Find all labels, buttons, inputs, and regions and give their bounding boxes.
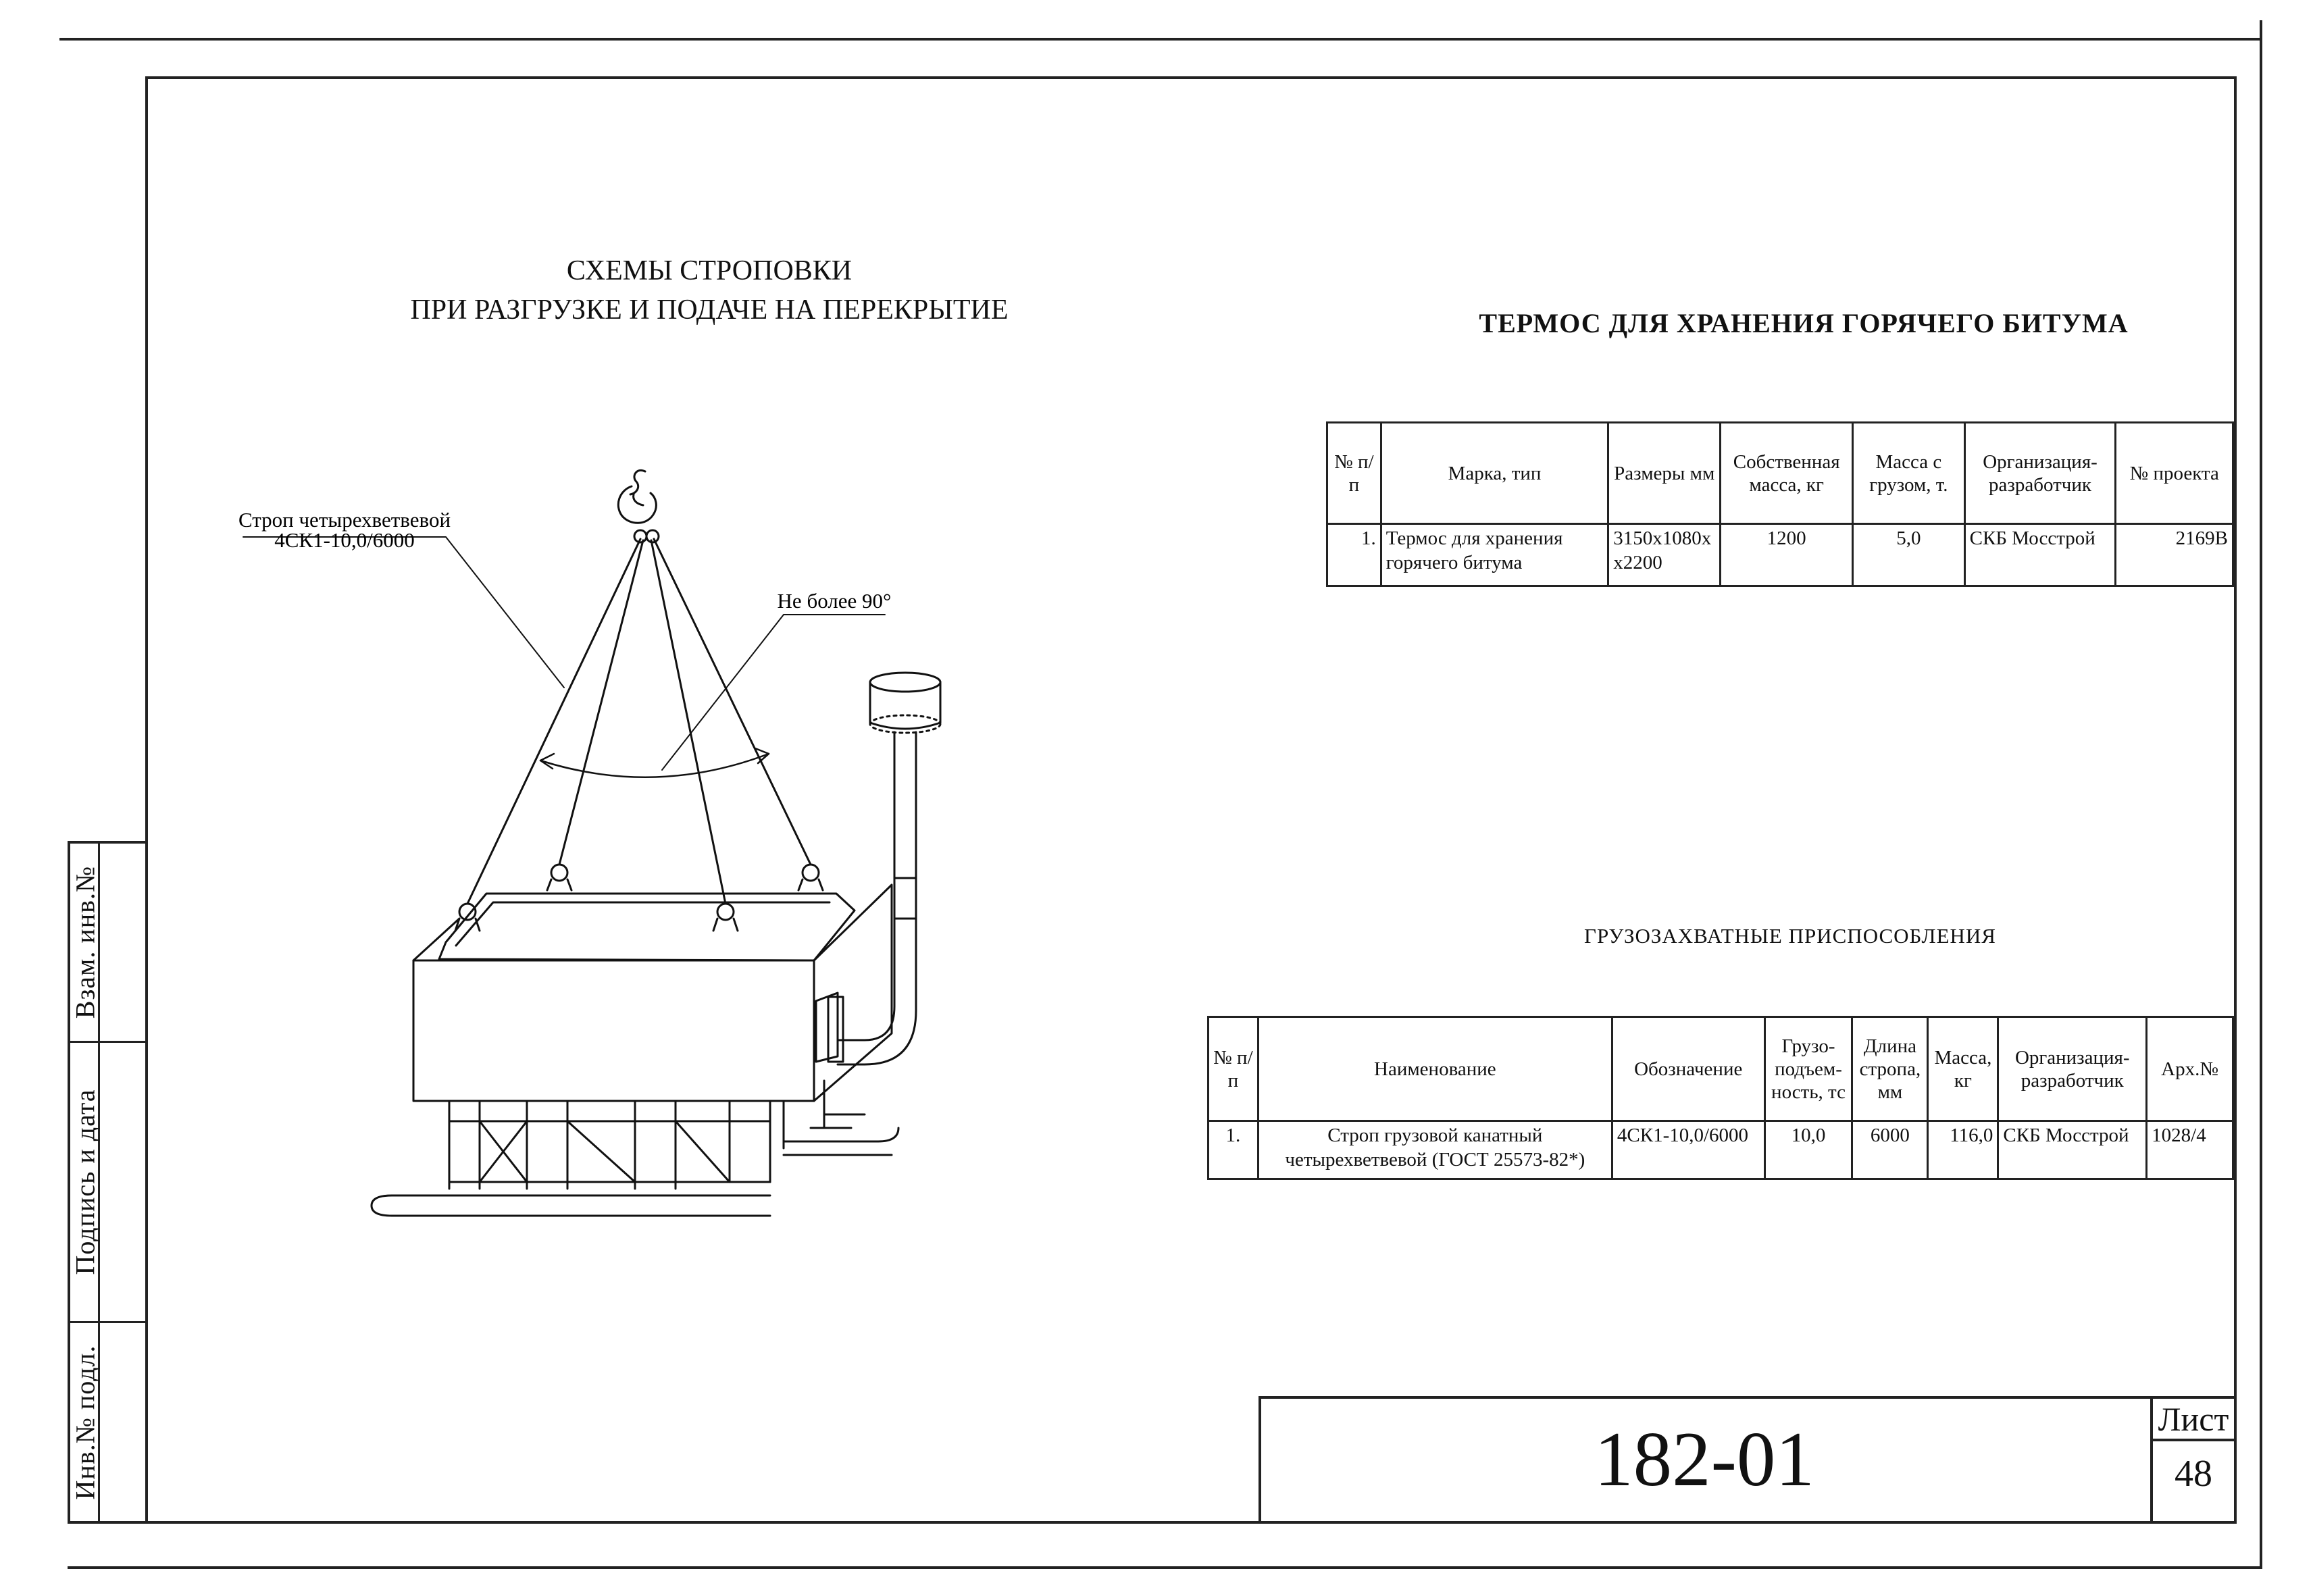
- gear-cell-name: Строп грузовой канатный четырехветвевой …: [1256, 1120, 1613, 1180]
- angle-leader-line: [661, 614, 886, 771]
- gear-header-num: № п/п: [1207, 1016, 1259, 1122]
- drawing-title-line2: ПРИ РАЗГРУЗКЕ И ПОДАЧЕ НА ПЕРЕКРЫТИЕ: [410, 294, 1009, 326]
- crane-hook-icon: [617, 469, 660, 544]
- angle-label: Не более 90°: [778, 589, 892, 613]
- gear-cell-mass: 116,0: [1927, 1120, 2000, 1180]
- thermos-header-mass-load: Масса с грузом, т.: [1852, 421, 1966, 525]
- chimney: [836, 671, 942, 1066]
- gear-header-capacity: Грузо-подъем-ность, тс: [1763, 1016, 1854, 1122]
- sling-legs: [466, 538, 812, 905]
- gear-cell-length: 6000: [1851, 1120, 1929, 1180]
- side-stamp-inventory-label: Инв.№ подл.: [70, 1345, 101, 1499]
- gear-header-row: № п/п Наименование Обозначение Грузо-под…: [1207, 1016, 2234, 1122]
- shackles: [454, 863, 824, 932]
- skid-frame: [370, 1079, 900, 1217]
- thermos-lid: [438, 892, 856, 962]
- gear-cell-num: 1.: [1207, 1120, 1259, 1180]
- thermos-table: № п/п Марка, тип Размеры мм Собственная …: [1326, 421, 2234, 587]
- inner-frame: [145, 76, 2237, 1524]
- thermos-cell-own-mass: 1200: [1719, 523, 1854, 587]
- thermos-cell-num: 1.: [1326, 523, 1382, 587]
- sheet-label: Лист: [2158, 1400, 2229, 1438]
- thermos-header-project: № проекта: [2114, 421, 2234, 525]
- gear-header-name: Наименование: [1256, 1016, 1613, 1122]
- sling-leader-line: [243, 536, 565, 688]
- title-block-sheet-divider: [2150, 1439, 2237, 1441]
- sling-label-line1: Строп четырехветвевой: [238, 508, 451, 532]
- title-block-divider: [2150, 1396, 2153, 1524]
- thermos-header-num: № п/п: [1326, 421, 1382, 525]
- table-row: 1. Строп грузовой канатный четырехветвев…: [1207, 1120, 2234, 1180]
- gear-title: ГРУЗОЗАХВАТНЫЕ ПРИСПОСОБЛЕНИЯ: [1584, 924, 1996, 948]
- thermos-header-org: Организация-разработчик: [1963, 421, 2117, 525]
- angle-arc: [539, 747, 770, 778]
- thermos-cell-mass-load: 5,0: [1852, 523, 1966, 587]
- gear-table: № п/п Наименование Обозначение Грузо-под…: [1207, 1016, 2234, 1180]
- gear-header-archive: Арх.№: [2145, 1016, 2234, 1122]
- gear-cell-org: СКБ Мосстрой: [1997, 1120, 2148, 1180]
- thermos-cell-project: 2169В: [2114, 523, 2234, 587]
- table-row: 1. Термос для хранения горячего битума 3…: [1326, 523, 2234, 587]
- slinging-diagram: Строп четырехветвевой 4СК1-10,0/6000 Не …: [238, 469, 942, 1217]
- gear-cell-capacity: 10,0: [1763, 1120, 1854, 1180]
- thermos-title: ТЕРМОС ДЛЯ ХРАНЕНИЯ ГОРЯЧЕГО БИТУМА: [1479, 308, 2129, 338]
- title-block: [1259, 1396, 2237, 1524]
- side-cell-signature: Подпись и дата: [70, 1043, 145, 1323]
- thermos-cell-brand: Термос для хранения горячего битума: [1379, 523, 1610, 587]
- thermos-header-row: № п/п Марка, тип Размеры мм Собственная …: [1326, 421, 2234, 525]
- drawing-title-line1: СХЕМЫ СТРОПОВКИ: [566, 255, 853, 286]
- side-stamp: Взам. инв.№ Подпись и дата Инв.№ подл.: [68, 841, 148, 1524]
- gear-header-mass: Масса, кг: [1927, 1016, 2000, 1122]
- side-cell-inventory: Инв.№ подл.: [70, 1323, 145, 1521]
- drawing-title: СХЕМЫ СТРОПОВКИ ПРИ РАЗГРУЗКЕ И ПОДАЧЕ Н…: [365, 251, 1054, 330]
- side-stamp-signature-label: Подпись и дата: [70, 1089, 101, 1275]
- sheet-number: 48: [2175, 1453, 2212, 1495]
- gear-cell-designation: 4СК1-10,0/6000: [1610, 1120, 1766, 1180]
- document-code: 182-01: [1594, 1416, 1814, 1502]
- gear-header-designation: Обозначение: [1610, 1016, 1766, 1122]
- thermos-header-own-mass: Собственная масса, кг: [1719, 421, 1854, 525]
- sling-label-line2: 4СК1-10,0/6000: [274, 528, 415, 552]
- side-stamp-replacement-label: Взам. инв.№: [70, 865, 101, 1019]
- gear-cell-archive: 1028/4: [2145, 1120, 2234, 1180]
- top-border-line: [59, 38, 2262, 41]
- thermos-body: [412, 883, 893, 1102]
- gear-header-org: Организация-разработчик: [1997, 1016, 2148, 1122]
- bottom-border-line: [68, 1566, 2262, 1569]
- side-cell-replacement: Взам. инв.№: [70, 844, 145, 1043]
- thermos-cell-org: СКБ Мосстрой: [1963, 523, 2117, 587]
- thermos-cell-size: 3150x1080x x2200: [1607, 523, 1722, 587]
- thermos-header-brand: Марка, тип: [1379, 421, 1610, 525]
- thermos-header-size: Размеры мм: [1607, 421, 1722, 525]
- gear-header-length: Длина стропа, мм: [1851, 1016, 1929, 1122]
